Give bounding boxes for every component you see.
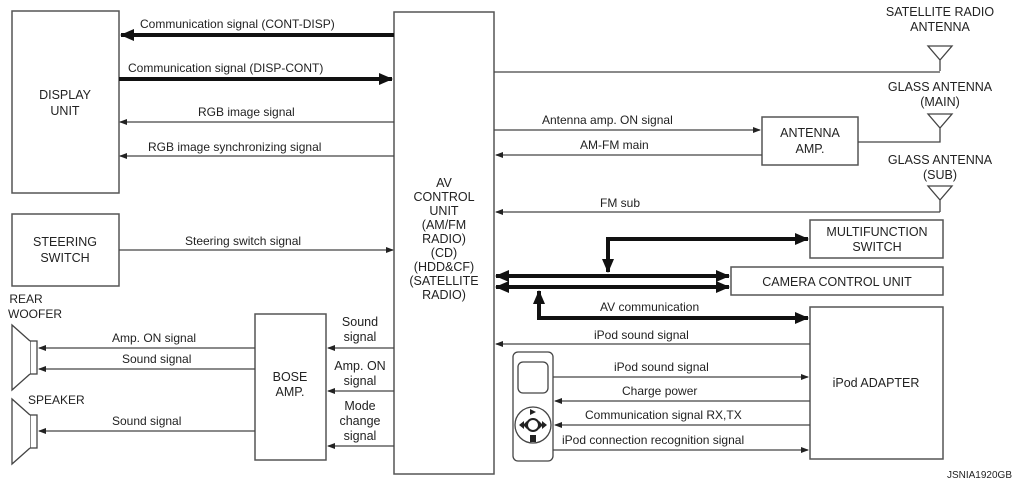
signal-woofer-amp-on: Amp. ON signal	[38, 331, 255, 351]
signal-woofer-sound: Sound signal	[38, 352, 255, 372]
signal-cont-disp-label: Communication signal (CONT-DISP)	[140, 17, 335, 31]
steering-switch-label-1: STEERING	[33, 235, 97, 249]
antenna-icon	[858, 113, 954, 143]
av-label-7: (HDD&CF)	[414, 260, 474, 274]
signal-steering-label: Steering switch signal	[185, 234, 301, 248]
av-label-1: AV	[436, 176, 452, 190]
signal-woofer-amp-on-label: Amp. ON signal	[112, 331, 196, 345]
signal-ipod-sound-av: iPod sound signal	[495, 328, 810, 347]
signal-fm-sub-label: FM sub	[600, 196, 640, 210]
av-label-2: CONTROL	[413, 190, 474, 204]
signal-antenna-amp-on: Antenna amp. ON signal	[494, 113, 761, 133]
signal-woofer-sound-label: Sound signal	[122, 352, 191, 366]
satellite-antenna-label-2: ANTENNA	[910, 20, 970, 34]
av-control-unit-block: AV CONTROL UNIT (AM/FM RADIO) (CD) (HDD&…	[393, 11, 495, 475]
antenna-amp-block: ANTENNA AMP.	[761, 116, 859, 166]
rear-woofer-label-1: REAR	[9, 292, 43, 306]
camera-control-unit-block: CAMERA CONTROL UNIT	[730, 266, 944, 296]
rear-woofer-label-2: WOOFER	[8, 307, 62, 321]
signal-rgb-sync: RGB image synchronizing signal	[119, 140, 394, 159]
bose-amp-label-2: AMP.	[276, 385, 305, 399]
signal-speaker-sound: Sound signal	[38, 414, 255, 434]
signal-charge-power-label: Charge power	[622, 384, 697, 398]
ipod-adapter-label: iPod ADAPTER	[833, 376, 920, 390]
signal-av-communication-label: AV communication	[600, 300, 699, 314]
signal-bose-amp-on-label-1: Amp. ON	[334, 359, 385, 373]
antenna-amp-label-2: AMP.	[796, 142, 825, 156]
steering-switch-label-2: SWITCH	[40, 251, 89, 265]
signal-ipod-sound-av-label: iPod sound signal	[594, 328, 689, 342]
signal-rgb-image: RGB image signal	[119, 105, 394, 125]
glass-main-label-2: (MAIN)	[920, 95, 960, 109]
multifunction-switch-label-1: MULTIFUNCTION	[826, 225, 927, 239]
av-label-9: RADIO)	[422, 288, 466, 302]
antenna-amp-label-1: ANTENNA	[780, 126, 840, 140]
av-label-6: (CD)	[431, 246, 457, 260]
av-label-3: UNIT	[429, 204, 459, 218]
av-label-5: RADIO)	[422, 232, 466, 246]
rear-woofer: REAR WOOFER	[8, 292, 62, 392]
speaker-label: SPEAKER	[28, 393, 85, 407]
signal-fm-sub: FM sub	[495, 196, 940, 215]
bose-amp-block: BOSE AMP.	[254, 313, 327, 461]
multifunction-switch-block: MULTIFUNCTION SWITCH	[809, 219, 944, 259]
av-label-8: (SATELLITE	[409, 274, 478, 288]
ipod-icon	[512, 351, 554, 462]
signal-cont-disp: Communication signal (CONT-DISP)	[120, 17, 394, 41]
speaker: SPEAKER	[11, 393, 85, 466]
signal-bose-amp-on-label-2: signal	[344, 374, 377, 388]
bose-amp-label-1: BOSE	[273, 370, 308, 384]
glass-sub-label-2: (SUB)	[923, 168, 957, 182]
signal-bose-mode: Mode change signal	[327, 399, 394, 449]
signal-comm-rx-tx: Communication signal RX,TX	[554, 408, 810, 428]
satellite-antenna-label-1: SATELLITE RADIO	[886, 5, 994, 19]
display-unit-label-2: UNIT	[50, 104, 80, 118]
signal-rgb-image-label: RGB image signal	[198, 105, 295, 119]
signal-bose-sound: Sound signal	[327, 315, 394, 351]
signal-ipod-sound: iPod sound signal	[553, 360, 809, 380]
signal-bose-mode-label-1: Mode	[344, 399, 375, 413]
display-unit-block: DISPLAY UNIT	[11, 10, 120, 194]
signal-charge-power: Charge power	[554, 384, 810, 404]
signal-speaker-sound-label: Sound signal	[112, 414, 181, 428]
av-label-4: (AM/FM	[422, 218, 466, 232]
signal-disp-cont: Communication signal (DISP-CONT)	[119, 61, 393, 85]
glass-main-label-1: GLASS ANTENNA	[888, 80, 993, 94]
signal-am-fm-main: AM-FM main	[495, 138, 762, 158]
signal-bose-mode-label-3: signal	[344, 429, 377, 443]
woofer-icon	[11, 323, 38, 392]
antenna-icon	[926, 185, 954, 212]
speaker-icon	[11, 397, 38, 466]
signal-rgb-sync-label: RGB image synchronizing signal	[148, 140, 321, 154]
glass-sub-label-1: GLASS ANTENNA	[888, 153, 993, 167]
signal-ipod-connection-label: iPod connection recognition signal	[562, 433, 744, 447]
glass-antenna-sub: GLASS ANTENNA (SUB)	[888, 153, 993, 212]
signal-am-fm-main-label: AM-FM main	[580, 138, 649, 152]
signal-bose-mode-label-2: change	[339, 414, 380, 428]
signal-ipod-connection: iPod connection recognition signal	[553, 433, 809, 453]
satellite-radio-antenna: SATELLITE RADIO ANTENNA	[886, 5, 994, 71]
multifunction-switch-label-2: SWITCH	[852, 240, 901, 254]
av-communication-bus: AV communication	[495, 233, 809, 324]
display-unit-label-1: DISPLAY	[39, 88, 92, 102]
signal-comm-rx-tx-label: Communication signal RX,TX	[585, 408, 742, 422]
steering-switch-block: STEERING SWITCH	[11, 213, 120, 287]
antenna-icon	[926, 45, 954, 71]
signal-bose-sound-label-2: signal	[344, 330, 377, 344]
signal-bose-amp-on: Amp. ON signal	[327, 359, 394, 394]
signal-antenna-amp-on-label: Antenna amp. ON signal	[542, 113, 673, 127]
signal-bose-sound-label-1: Sound	[342, 315, 378, 329]
signal-steering: Steering switch signal	[119, 234, 394, 253]
ipod-adapter-block: iPod ADAPTER	[809, 306, 944, 460]
reference-code: JSNIA1920GB	[947, 470, 1012, 481]
camera-control-unit-label: CAMERA CONTROL UNIT	[762, 275, 912, 289]
signal-disp-cont-label: Communication signal (DISP-CONT)	[128, 61, 323, 75]
signal-ipod-sound-label: iPod sound signal	[614, 360, 709, 374]
glass-antenna-main: GLASS ANTENNA (MAIN)	[858, 80, 993, 143]
